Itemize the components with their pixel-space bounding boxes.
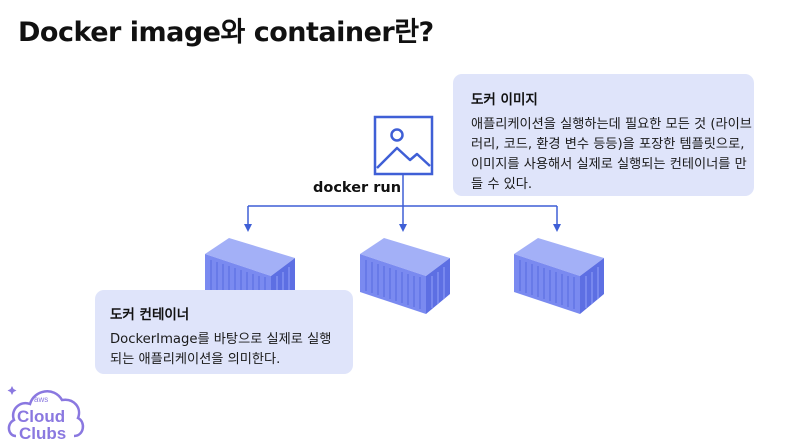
aws-cloud-clubs-logo: aws Cloud Clubs bbox=[6, 378, 86, 446]
callout-heading: 도커 컨테이너 bbox=[110, 307, 190, 323]
docker-image-callout: 도커 이미지 애플리케이션을 실행하는데 필요한 모든 것 (라이브러리, 코드… bbox=[453, 74, 754, 196]
aws-text: aws bbox=[34, 395, 48, 404]
callout-body: 애플리케이션을 실행하는데 필요한 모든 것 (라이브러리, 코드, 환경 변수… bbox=[471, 117, 752, 192]
docker-run-label: docker run bbox=[313, 180, 402, 196]
shipping-container-icon bbox=[514, 238, 604, 314]
image-icon bbox=[373, 115, 434, 176]
docker-container-callout: 도커 컨테이너 DockerImage를 바탕으로 실제로 실행되는 애플리케이… bbox=[95, 290, 353, 374]
logo-line1: Cloud bbox=[17, 407, 65, 426]
sparkle-icon bbox=[7, 386, 17, 395]
slide-title: Docker image와 container란? bbox=[18, 17, 434, 48]
logo-line2: Clubs bbox=[19, 424, 66, 442]
shipping-container-icon bbox=[360, 238, 450, 314]
callout-heading: 도커 이미지 bbox=[471, 92, 538, 108]
cloud-icon: aws Cloud Clubs bbox=[7, 386, 85, 443]
callout-body: DockerImage를 바탕으로 실제로 실행되는 애플리케이션을 의미한다. bbox=[110, 332, 332, 367]
